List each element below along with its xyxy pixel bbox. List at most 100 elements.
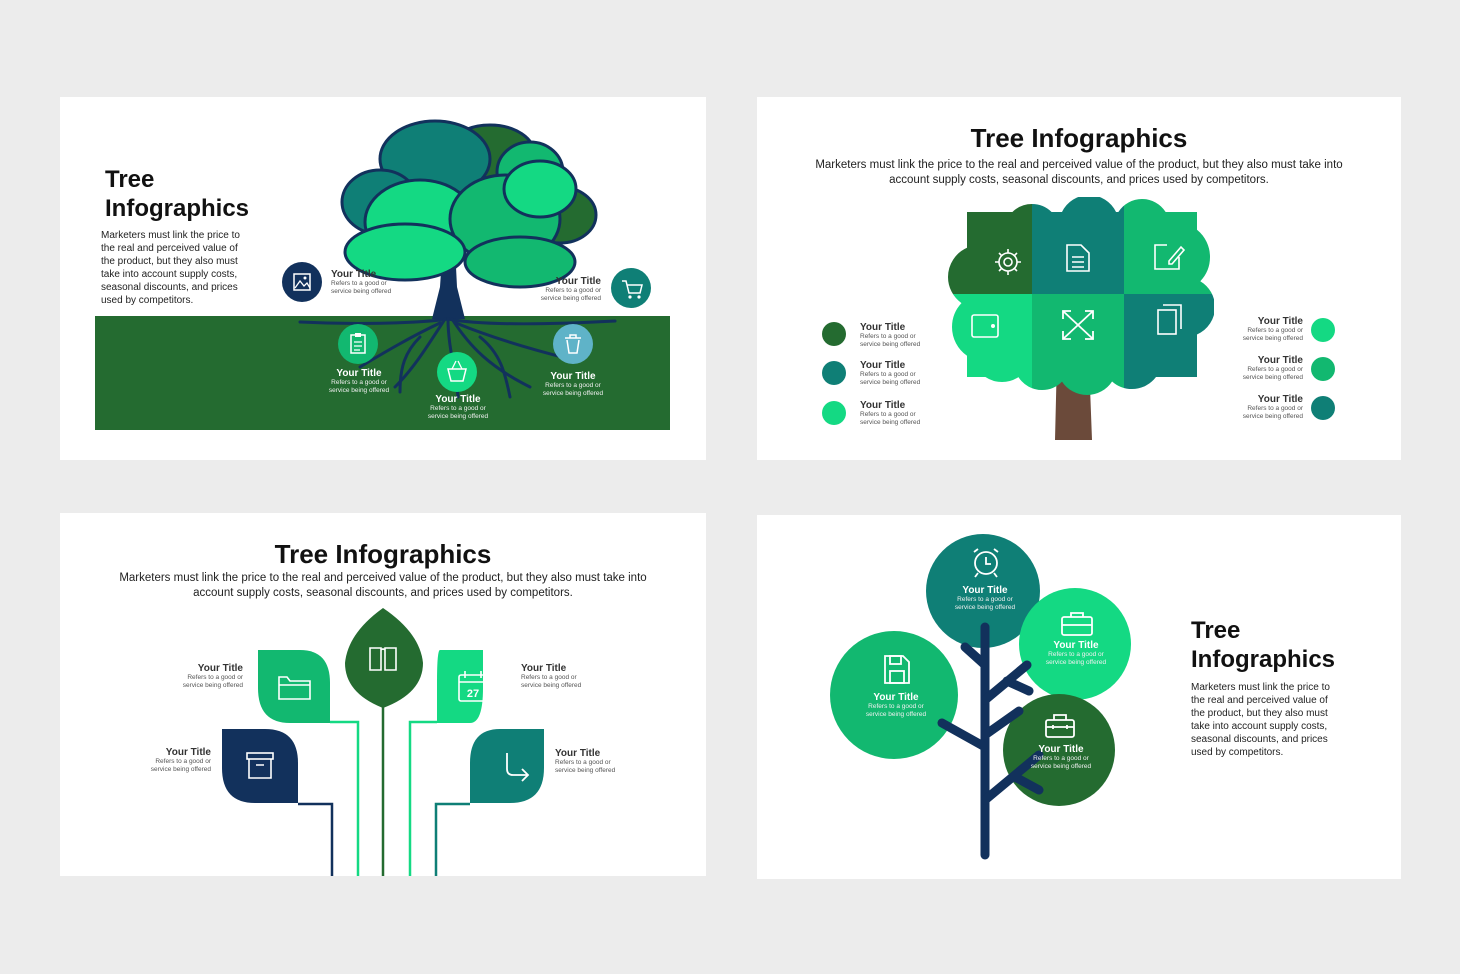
archive-icon <box>246 752 274 779</box>
item-desc-1: Refers to a good or <box>957 596 1013 603</box>
item-desc-2: service being offered <box>860 379 921 386</box>
item-toolbox: Your Title Refers to a good or service b… <box>1028 744 1094 771</box>
item-title: Your Title <box>555 748 601 759</box>
tree-graphic <box>822 197 1335 440</box>
legend-dot <box>1311 357 1335 381</box>
item-folder: Your Title Refers to a good or service b… <box>170 663 243 690</box>
item-desc-2: service being offered <box>331 288 392 295</box>
stems <box>298 698 470 876</box>
floppy-disk-icon <box>884 655 910 684</box>
gear-icon <box>995 249 1021 275</box>
slide-description: Marketers must link the price to the rea… <box>815 159 1343 186</box>
calendar-icon <box>458 671 488 702</box>
item-desc-1: Refers to a good or <box>868 703 924 710</box>
leaf-tree-graphic: 27 <box>222 608 544 876</box>
item-desc-2: service being offered <box>865 711 927 718</box>
item-title: Your Title <box>435 394 481 405</box>
tree-roots <box>298 317 617 399</box>
item-clipboard: Your Title Refers to a good or service b… <box>328 368 390 395</box>
item-title: Your Title <box>860 360 906 371</box>
tree-branches <box>937 622 1044 860</box>
item-desc-2: service being offered <box>1045 659 1107 666</box>
tree-canopy <box>948 197 1214 395</box>
basket-icon <box>437 352 477 392</box>
title-line-1: Tree <box>1191 617 1241 644</box>
item-desc-1: Refers to a good or <box>155 758 211 765</box>
slide-4: Tree Infographics Marketers must link th… <box>757 515 1401 879</box>
item-desc-1: Refers to a good or <box>1247 405 1303 412</box>
item-desc-2: service being offered <box>1030 763 1092 770</box>
item-archive: Your Title Refers to a good or service b… <box>138 747 211 774</box>
document-icon <box>1066 244 1090 272</box>
toolbox-icon <box>1045 714 1075 738</box>
legend-dot <box>822 322 846 346</box>
item-desc-2: service being offered <box>328 387 390 394</box>
title-line-1: Tree <box>105 166 155 193</box>
item-desc-1: Refers to a good or <box>545 382 601 389</box>
legend-dot <box>1311 396 1335 420</box>
item-desc-2: service being offered <box>521 682 582 689</box>
item-image: Your Title Refers to a good or service b… <box>331 269 391 296</box>
item-trash: Your Title Refers to a good or service b… <box>542 371 604 398</box>
item-desc-1: Refers to a good or <box>1048 651 1104 658</box>
item-desc-2: service being offered <box>1242 374 1303 381</box>
item-alarm: Your Title Refers to a good or service b… <box>952 585 1018 612</box>
item-title: Your Title <box>962 585 1008 596</box>
item-desc-2: service being offered <box>1242 335 1303 342</box>
title-line-2: Infographics <box>1191 646 1336 673</box>
item-title: Your Title <box>860 400 906 411</box>
book-icon <box>369 647 397 671</box>
item-desc-1: Refers to a good or <box>860 333 916 340</box>
item-floppy: Your Title Refers to a good or service b… <box>863 692 929 719</box>
circle-toolbox <box>1003 694 1115 806</box>
slide-description: Marketers must link the price to the rea… <box>1191 682 1330 758</box>
legend-item-2: Your Title Refers to a good or service b… <box>860 360 920 387</box>
item-desc-2: service being offered <box>540 295 601 302</box>
item-title: Your Title <box>165 747 211 758</box>
alarm-clock-icon <box>973 548 999 578</box>
leaf-calendar <box>437 650 483 723</box>
circle-floppy <box>830 631 958 759</box>
legend-item-3: Your Title Refers to a good or service b… <box>860 400 920 427</box>
leaf-book <box>345 608 423 708</box>
trash-icon <box>553 324 593 364</box>
item-desc-1: Refers to a good or <box>521 674 577 681</box>
item-redo: Your Title Refers to a good or service b… <box>555 748 615 775</box>
item-desc-1: Refers to a good or <box>1033 755 1089 762</box>
item-title: Your Title <box>873 692 919 703</box>
item-title: Your Title <box>860 322 906 333</box>
item-title: Your Title <box>521 663 567 674</box>
item-title: Your Title <box>555 276 601 287</box>
slide-title: Tree Infographics <box>105 165 249 223</box>
slide-title: Tree Infographics <box>1191 616 1335 674</box>
redo-arrow-icon <box>506 753 530 782</box>
cart-icon <box>611 268 651 308</box>
tree-canopy <box>340 119 598 289</box>
item-desc-2: service being offered <box>150 766 211 773</box>
tablet-icon <box>971 314 999 338</box>
clipboard-icon <box>338 324 378 364</box>
image-icon <box>282 262 322 302</box>
item-cart: Your Title Refers to a good or service b… <box>539 276 601 303</box>
item-desc-2: service being offered <box>182 682 243 689</box>
branch-tree-graphic <box>830 534 1131 860</box>
item-desc-2: service being offered <box>860 419 921 426</box>
copy-icon <box>1157 304 1182 335</box>
item-title: Your Title <box>1257 316 1303 327</box>
item-desc-2: service being offered <box>427 413 489 420</box>
item-title: Your Title <box>336 368 382 379</box>
legend-item-6: Your Title Refers to a good or service b… <box>1235 394 1303 421</box>
item-title: Your Title <box>197 663 243 674</box>
item-desc-1: Refers to a good or <box>187 674 243 681</box>
item-desc-2: service being offered <box>954 604 1016 611</box>
item-desc-1: Refers to a good or <box>1247 327 1303 334</box>
item-title: Your Title <box>1053 640 1099 651</box>
circle-alarm <box>926 534 1040 648</box>
item-desc-1: Refers to a good or <box>1247 366 1303 373</box>
tree-graphic <box>95 119 670 430</box>
item-desc-1: Refers to a good or <box>331 379 387 386</box>
legend-dot <box>1311 318 1335 342</box>
item-desc-1: Refers to a good or <box>430 405 486 412</box>
briefcase-icon <box>1061 612 1093 636</box>
item-title: Your Title <box>331 269 377 280</box>
